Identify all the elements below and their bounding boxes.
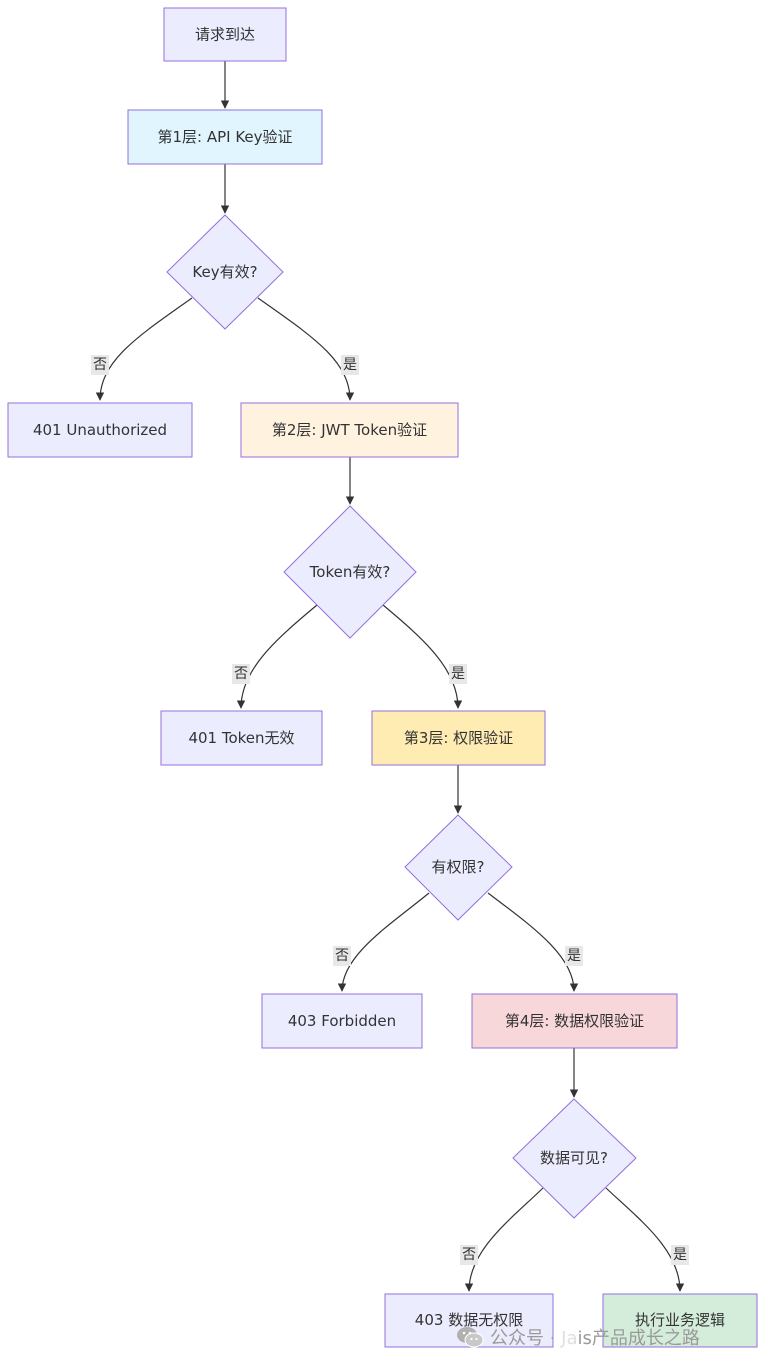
edge-label-data-no: 否 [462, 1247, 476, 1263]
watermark-text: 公众号 · Jais产品成长之路 [490, 1328, 700, 1349]
node-401-unauthorized-label: 401 Unauthorized [33, 421, 167, 439]
decision-data-visible-label: 数据可见? [540, 1149, 608, 1167]
decision-token-valid-label: Token有效? [309, 563, 391, 581]
decision-has-permission-label: 有权限? [432, 858, 485, 876]
node-request-label: 请求到达 [195, 26, 255, 44]
edge-key-valid-yes [257, 297, 355, 401]
edge-label-key-yes: 是 [343, 357, 357, 373]
node-layer3-label: 第3层: 权限验证 [404, 729, 513, 747]
decision-token-valid: Token有效? [283, 505, 417, 639]
node-request: 请求到达 [163, 7, 287, 62]
edge-label-data-yes: 是 [673, 1247, 687, 1263]
node-layer1-label: 第1层: API Key验证 [157, 128, 292, 146]
node-403-forbidden: 403 Forbidden [261, 993, 423, 1049]
node-layer2: 第2层: JWT Token验证 [240, 402, 459, 458]
edge-label-token-no: 否 [234, 666, 248, 682]
decision-key-valid-label: Key有效? [192, 263, 257, 281]
node-layer4-label: 第4层: 数据权限验证 [505, 1012, 644, 1030]
node-layer4: 第4层: 数据权限验证 [471, 993, 678, 1049]
edge-data-visible-yes [605, 1187, 685, 1292]
edges [95, 61, 685, 1292]
edge-label-perm-yes: 是 [567, 948, 581, 964]
node-401-unauthorized: 401 Unauthorized [7, 402, 193, 458]
edge-has-perm-yes [487, 892, 579, 992]
node-layer3: 第3层: 权限验证 [371, 710, 546, 766]
edge-token-valid-yes [382, 604, 463, 709]
edge-label-token-yes: 是 [451, 666, 465, 682]
edge-token-valid-no [236, 604, 318, 709]
node-layer2-label: 第2层: JWT Token验证 [272, 421, 427, 439]
node-401-token: 401 Token无效 [160, 710, 323, 766]
decision-key-valid: Key有效? [166, 214, 284, 330]
node-403-forbidden-label: 403 Forbidden [288, 1012, 396, 1030]
edge-labels: 否 是 否 是 否 是 否 是 [91, 355, 689, 1265]
watermark: 公众号 · Jais产品成长之路 [456, 1324, 700, 1350]
decision-data-visible: 数据可见? [512, 1098, 637, 1219]
decision-has-permission: 有权限? [404, 814, 513, 921]
node-401-token-label: 401 Token无效 [188, 729, 294, 747]
node-layer1: 第1层: API Key验证 [127, 109, 323, 165]
edge-label-key-no: 否 [93, 357, 107, 373]
edge-label-perm-no: 否 [335, 948, 349, 964]
node-execute: 执行业务逻辑 [602, 1293, 758, 1348]
wechat-icon [457, 1327, 484, 1348]
node-403-data-label: 403 数据无权限 [415, 1311, 523, 1329]
node-execute-label: 执行业务逻辑 [635, 1311, 725, 1329]
edge-key-valid-no [95, 297, 193, 401]
edge-has-perm-no [337, 892, 430, 992]
edge-data-visible-no [464, 1187, 544, 1292]
